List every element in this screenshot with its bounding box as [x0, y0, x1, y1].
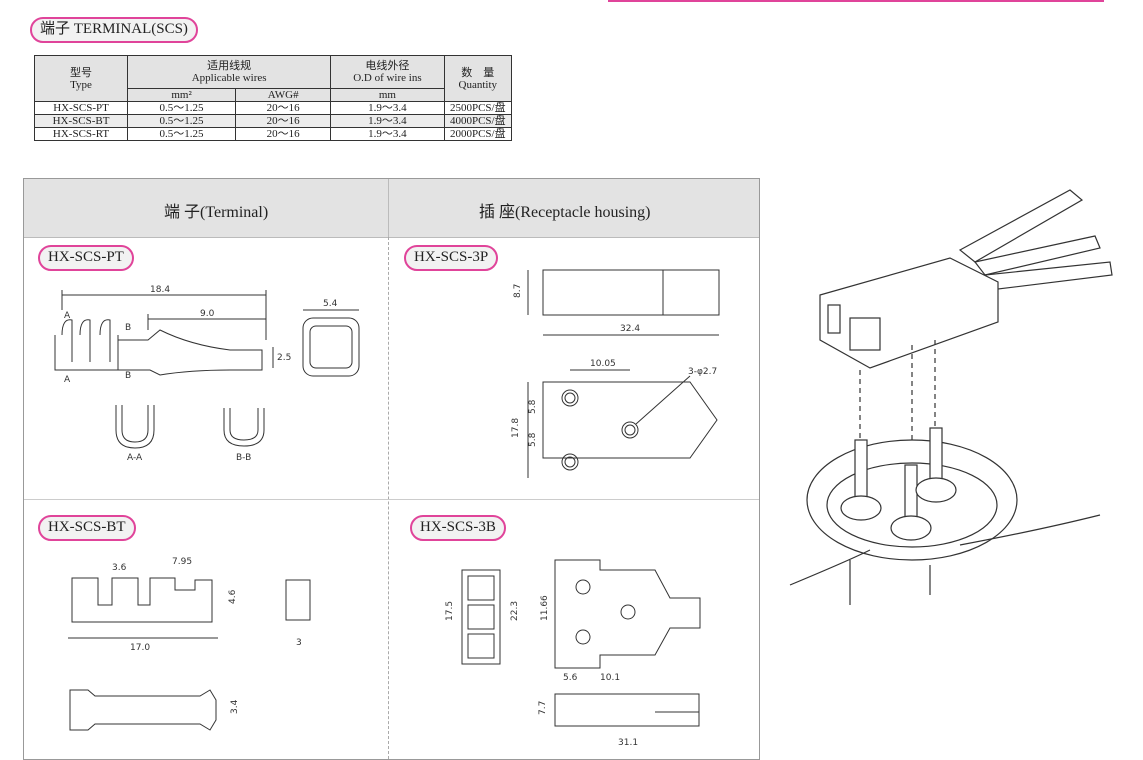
svg-text:10.05: 10.05	[590, 359, 616, 369]
svg-text:5.6: 5.6	[563, 673, 578, 683]
mark-b-top: B	[125, 323, 131, 333]
section-title: 端子 TERMINAL(SCS)	[30, 17, 198, 43]
housing-heading: 插 座(Receptacle housing)	[479, 204, 651, 221]
svg-text:17.5: 17.5	[445, 601, 455, 621]
3p-drawing	[527, 269, 720, 478]
svg-text:22.3: 22.3	[510, 601, 520, 621]
svg-text:17.0: 17.0	[130, 643, 150, 653]
dim-pt-mid: 9.0	[200, 309, 215, 319]
label-hx-scs-3p: HX-SCS-3P	[404, 245, 499, 271]
bt-dims: 3.6 7.95 17.0 4.6 3 3.4	[112, 557, 302, 714]
svg-text:3.4: 3.4	[230, 699, 240, 714]
awg-header: AWG#	[235, 88, 332, 102]
section-b-b: B-B	[236, 453, 251, 463]
pt-drawing	[54, 290, 360, 449]
svg-text:4.6: 4.6	[228, 589, 238, 604]
label-hx-scs-3b: HX-SCS-3B	[410, 515, 506, 541]
section-a-a: A-A	[127, 453, 143, 463]
svg-text:3.6: 3.6	[112, 563, 127, 573]
dim-pt-len: 18.4	[150, 285, 170, 295]
3b-drawing	[461, 559, 701, 727]
mark-b-bottom: B	[125, 371, 131, 381]
dim-pt-w: 5.4	[323, 299, 338, 309]
dim-pt-h: 2.5	[277, 353, 291, 363]
terminal-heading: 端 子(Terminal)	[164, 204, 269, 221]
svg-text:31.1: 31.1	[618, 738, 638, 748]
mm2-header: mm²	[127, 88, 237, 102]
svg-text:3: 3	[296, 638, 302, 648]
column-divider	[388, 237, 389, 759]
3b-dims: 17.5 22.3 11.66 5.6 10.1 7.7 31.1	[445, 595, 638, 748]
svg-text:3-φ2.7: 3-φ2.7	[688, 367, 717, 377]
label-hx-scs-pt: HX-SCS-PT	[38, 245, 134, 271]
svg-text:17.8: 17.8	[511, 418, 521, 438]
svg-text:5.8: 5.8	[528, 432, 538, 447]
mark-a-top: A	[64, 311, 71, 321]
svg-text:32.4: 32.4	[620, 324, 640, 334]
3p-dims: 8.7 32.4 10.05 3-φ2.7 17.8 5.8 5.8	[511, 284, 717, 447]
pt-dims: 18.4 9.0 5.4 2.5 A A B B A-A B-B	[64, 285, 338, 463]
svg-text:11.66: 11.66	[540, 595, 550, 621]
label-hx-scs-bt: HX-SCS-BT	[38, 515, 136, 541]
panel-header: 端 子(Terminal) 插 座(Receptacle housing)	[24, 179, 759, 238]
svg-text:5.8: 5.8	[528, 399, 538, 414]
mark-a-bottom: A	[64, 375, 71, 385]
svg-text:7.7: 7.7	[538, 701, 548, 715]
top-accent-line	[608, 0, 1104, 2]
header-divider	[388, 179, 389, 237]
table-row: HX-SCS-RT 0.5～1.25 20～16 1.9～3.4 2000PCS…	[33, 127, 513, 141]
svg-text:10.1: 10.1	[600, 673, 620, 683]
svg-text:8.7: 8.7	[513, 284, 523, 298]
assembly-illustration	[789, 189, 1113, 605]
svg-text:7.95: 7.95	[172, 557, 192, 567]
row-divider	[24, 499, 759, 500]
bt-drawing	[68, 577, 311, 731]
